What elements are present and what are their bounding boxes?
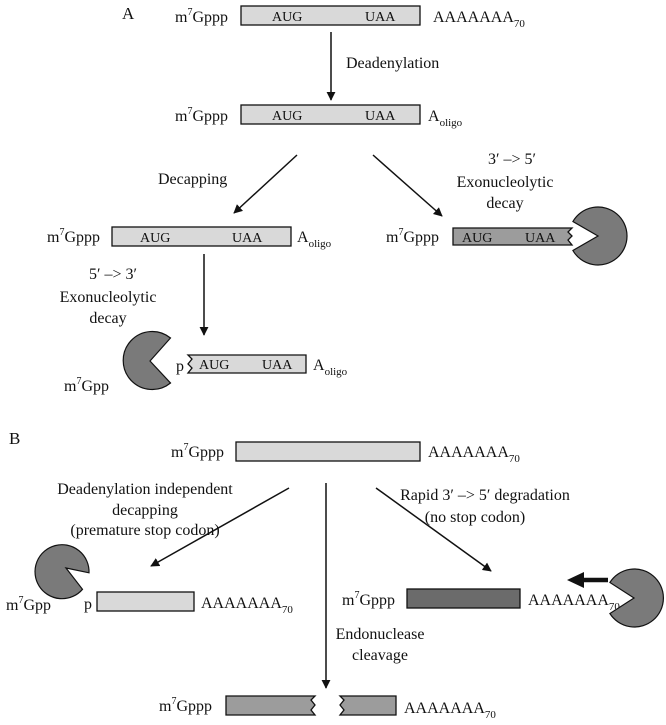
arrow-decapping	[233, 154, 298, 214]
mrna-decapping-a: m7Gppp AUG UAA Aoligo	[47, 226, 332, 250]
poly-a-tail: AAAAAAA70	[428, 444, 520, 465]
cap-label: m7Gppp	[175, 7, 228, 26]
svg-text:Deadenylation independent: Deadenylation independent	[57, 481, 233, 498]
stop-codon: UAA	[365, 10, 396, 25]
mrna-oligo-a: m7Gppp AUG UAA Aoligo	[175, 104, 463, 129]
cap-label: m7Gpp	[6, 595, 51, 614]
svg-text:Rapid 3′ –> 5′ degradation: Rapid 3′ –> 5′ degradation	[400, 487, 570, 504]
mrna-cleaved-b: m7Gppp AAAAAAA70	[159, 695, 496, 721]
cleaved-fragment-3prime	[338, 695, 397, 716]
mrna-decapped-b: m7Gpp p AAAAAAA70	[6, 544, 293, 616]
start-codon: AUG	[272, 10, 302, 25]
deadenylation-label: Deadenylation	[346, 55, 439, 72]
poly-a-tail: AAAAAAA70	[433, 9, 525, 30]
poly-a-tail: AAAAAAA70	[528, 592, 620, 613]
mrna-full-b: m7Gppp AAAAAAA70	[171, 441, 520, 465]
cleaved-fragment-5prime	[225, 695, 317, 716]
direction-arrow-icon	[567, 572, 608, 588]
mrna-body	[240, 104, 421, 125]
cap-label: m7Gpp	[64, 376, 109, 395]
exo-35-label: 3′ –> 5′ Exonucleolytic decay	[457, 151, 554, 212]
degraded-mrna-body	[186, 354, 307, 374]
poly-a-tail: AAAAAAA70	[201, 595, 293, 616]
svg-text:decay: decay	[486, 195, 523, 212]
exonuclease-pacman-icon	[122, 330, 172, 391]
oligo-a-tail: Aoligo	[428, 108, 463, 129]
cap-label: m7Gppp	[159, 696, 212, 715]
mrna-exo-35-a: m7Gppp AUG UAA	[386, 206, 628, 266]
exo-53-label: 5′ –> 3′ Exonucleolytic decay	[60, 266, 157, 327]
decapping-label: Decapping	[158, 171, 227, 188]
exonuclease-pacman-icon	[609, 568, 665, 628]
svg-text:cleavage: cleavage	[352, 647, 408, 664]
svg-text:3′ –> 5′: 3′ –> 5′	[488, 151, 536, 168]
mrna-body	[406, 588, 521, 609]
cap-label: m7Gppp	[175, 106, 228, 125]
stop-codon: UAA	[232, 231, 263, 246]
mrna-full-a: m7Gppp AUG UAA AAAAAAA70	[175, 5, 525, 30]
arrow-exo-35	[372, 154, 443, 217]
panel-b-label: B	[9, 429, 20, 448]
mrna-no-stop-b: m7Gppp AAAAAAA70	[342, 568, 665, 628]
decapping-independent-label: Deadenylation independent decapping (pre…	[57, 481, 233, 539]
arrow-rapid-degradation	[375, 487, 492, 572]
mrna-exo-53-a: m7Gpp p AUG UAA Aoligo	[64, 330, 348, 395]
phosphate-label: p	[84, 596, 92, 613]
cap-label: m7Gppp	[342, 590, 395, 609]
stop-codon: UAA	[365, 109, 396, 124]
start-codon: AUG	[272, 109, 302, 124]
panel-a-label: A	[122, 4, 135, 23]
arrow-decapping-independent	[150, 487, 290, 567]
mrna-body	[240, 5, 421, 26]
cap-label: m7Gppp	[386, 227, 439, 246]
svg-text:Endonuclease: Endonuclease	[336, 626, 425, 643]
stop-codon: UAA	[525, 231, 556, 246]
svg-text:Exonucleolytic: Exonucleolytic	[60, 289, 157, 306]
mrna-body	[111, 226, 292, 247]
stop-codon: UAA	[262, 358, 293, 373]
poly-a-tail: AAAAAAA70	[404, 700, 496, 721]
endonuclease-label: Endonuclease cleavage	[336, 626, 425, 664]
exonuclease-pacman-icon	[572, 206, 628, 266]
svg-text:(no stop codon): (no stop codon)	[425, 509, 525, 526]
degraded-mrna-body	[452, 227, 574, 246]
oligo-a-tail: Aoligo	[297, 229, 332, 250]
start-codon: AUG	[462, 231, 492, 246]
svg-text:Exonucleolytic: Exonucleolytic	[457, 174, 554, 191]
svg-text:(premature stop codon): (premature stop codon)	[70, 522, 219, 539]
svg-text:decapping: decapping	[112, 502, 178, 519]
mrna-body	[96, 591, 195, 612]
cap-label: m7Gppp	[47, 227, 100, 246]
phosphate-label: p	[176, 358, 184, 375]
svg-text:5′ –> 3′: 5′ –> 3′	[89, 266, 137, 283]
start-codon: AUG	[140, 231, 170, 246]
mrna-body	[235, 441, 421, 462]
svg-text:decay: decay	[89, 310, 126, 327]
cap-label: m7Gppp	[171, 442, 224, 461]
start-codon: AUG	[199, 358, 229, 373]
exonuclease-pacman-icon	[34, 544, 90, 600]
oligo-a-tail: Aoligo	[313, 357, 348, 378]
rapid-degradation-label: Rapid 3′ –> 5′ degradation (no stop codo…	[400, 487, 570, 526]
